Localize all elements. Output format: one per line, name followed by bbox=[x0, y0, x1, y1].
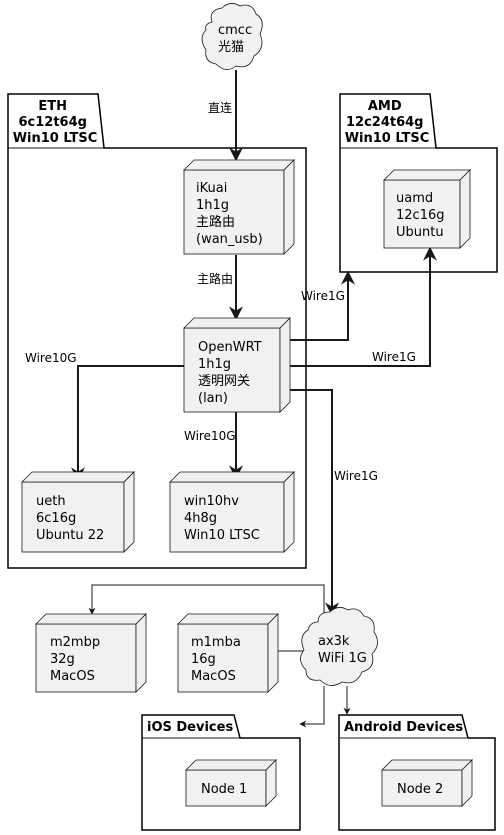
openwrt-spec: 1h1g bbox=[198, 357, 231, 372]
node-m1mba: m1mba 16g MacOS bbox=[177, 613, 279, 693]
edge-label-wire1g-ax3k: Wire1G bbox=[334, 469, 378, 483]
edge-ax3k-m2mbp bbox=[88, 584, 325, 620]
edge-label-wire1g-amd-b: Wire1G bbox=[372, 350, 416, 364]
node1-name: Node 1 bbox=[201, 782, 247, 797]
svg-text:ETH 6c12t64g Win10: ETH 6c12t64g Win10 LTSC bbox=[13, 99, 98, 146]
eth-title: ETH bbox=[38, 99, 67, 114]
node-node2: Node 2 bbox=[381, 759, 473, 807]
m1mba-name: m1mba bbox=[191, 635, 241, 650]
node-node1: Node 1 bbox=[185, 759, 277, 807]
svg-text:cmcc 光猫: cmcc 光猫 bbox=[218, 23, 256, 55]
node-ikuai: iKuai 1h1g 主路由 (wan_usb) bbox=[183, 159, 295, 255]
ueth-os: Ubuntu 22 bbox=[36, 528, 104, 543]
openwrt-name: OpenWRT bbox=[198, 340, 262, 355]
ikuai-iface: (wan_usb) bbox=[196, 232, 263, 247]
node2-name: Node 2 bbox=[397, 782, 443, 797]
edge-label-direct: 直连 bbox=[208, 100, 232, 115]
m1mba-os: MacOS bbox=[191, 669, 236, 684]
m2mbp-name: m2mbp bbox=[50, 635, 100, 650]
eth-os: Win10 LTSC bbox=[13, 131, 98, 146]
ueth-name: ueth bbox=[36, 494, 66, 509]
edge-openwrt-uamd bbox=[290, 246, 437, 367]
node-uamd: uamd 12c16g Ubuntu bbox=[383, 169, 471, 249]
edge-openwrt-ax3k bbox=[290, 389, 339, 617]
svg-text:OpenWRT 1h1g 透明网关: OpenWRT 1h1g 透明网关 (lan) bbox=[198, 340, 266, 406]
cmcc-line-2: 光猫 bbox=[218, 40, 244, 55]
cmcc-line-1: cmcc bbox=[218, 23, 252, 38]
svg-text:ax3k WiFi 1G: ax3k WiFi 1G bbox=[318, 634, 367, 666]
ikuai-name: iKuai bbox=[196, 181, 227, 196]
svg-text:uamd 12c16g Ubuntu: uamd 12c16g Ubuntu bbox=[396, 191, 449, 240]
edge-label-wire10g-ueth: Wire10G bbox=[25, 351, 77, 365]
edge-openwrt-amd bbox=[290, 270, 355, 341]
node-m2mbp: m2mbp 32g MacOS bbox=[35, 613, 147, 693]
connections: 直连 主路由 Wire1G Wire1G Wire10G Wire10G Wir… bbox=[25, 70, 437, 728]
ax3k-line-2: WiFi 1G bbox=[318, 651, 367, 666]
amd-spec: 12c24t64g bbox=[346, 115, 424, 130]
win10hv-os: Win10 LTSC bbox=[184, 528, 260, 543]
svg-text:iKuai 1h1g 主路由: iKuai 1h1g 主路由 (wan_usb) bbox=[196, 181, 263, 247]
ios-title: iOS Devices bbox=[147, 720, 233, 735]
android-title: Android Devices bbox=[344, 720, 463, 735]
ikuai-role: 主路由 bbox=[196, 214, 235, 230]
node-ueth: ueth 6c16g Ubuntu 22 bbox=[21, 471, 135, 553]
svg-text:AMD 12c24t64g Win1: AMD 12c24t64g Win10 LTSC bbox=[345, 99, 430, 146]
cloud-cmcc: cmcc 光猫 bbox=[201, 3, 263, 70]
svg-text:ueth 6c16g Ubuntu: ueth 6c16g Ubuntu 22 bbox=[36, 494, 104, 543]
ueth-spec: 6c16g bbox=[36, 511, 76, 526]
edge-label-wire10g-win10hv: Wire10G bbox=[184, 429, 236, 443]
ikuai-spec: 1h1g bbox=[196, 198, 229, 213]
edge-label-main-router: 主路由 bbox=[197, 271, 233, 286]
edge-label-wire1g-amd-a: Wire1G bbox=[301, 289, 345, 303]
amd-os: Win10 LTSC bbox=[345, 131, 430, 146]
uamd-os: Ubuntu bbox=[396, 225, 444, 240]
openwrt-role: 透明网关 bbox=[198, 374, 250, 389]
svg-text:m1mba 16g MacOS: m1mba 16g MacOS bbox=[191, 635, 245, 684]
edge-openwrt-ueth bbox=[71, 365, 184, 482]
eth-spec: 6c12t64g bbox=[19, 115, 87, 130]
win10hv-name: win10hv bbox=[184, 494, 239, 509]
m1mba-mem: 16g bbox=[191, 652, 216, 667]
svg-text:win10hv 4h8g Win10: win10hv 4h8g Win10 LTSC bbox=[184, 494, 260, 543]
node-win10hv: win10hv 4h8g Win10 LTSC bbox=[169, 471, 295, 553]
amd-title: AMD bbox=[368, 99, 402, 114]
openwrt-iface: (lan) bbox=[198, 391, 228, 406]
uamd-name: uamd bbox=[396, 191, 433, 206]
m2mbp-mem: 32g bbox=[50, 652, 75, 667]
ax3k-line-1: ax3k bbox=[318, 634, 350, 649]
m2mbp-os: MacOS bbox=[50, 669, 95, 684]
svg-text:m2mbp 32g MacOS: m2mbp 32g MacOS bbox=[50, 635, 104, 684]
node-openwrt: OpenWRT 1h1g 透明网关 (lan) bbox=[183, 317, 291, 413]
win10hv-spec: 4h8g bbox=[184, 511, 217, 526]
edge-ax3k-ios bbox=[299, 686, 325, 728]
uamd-spec: 12c16g bbox=[396, 208, 444, 223]
cloud-ax3k: ax3k WiFi 1G bbox=[300, 607, 378, 686]
